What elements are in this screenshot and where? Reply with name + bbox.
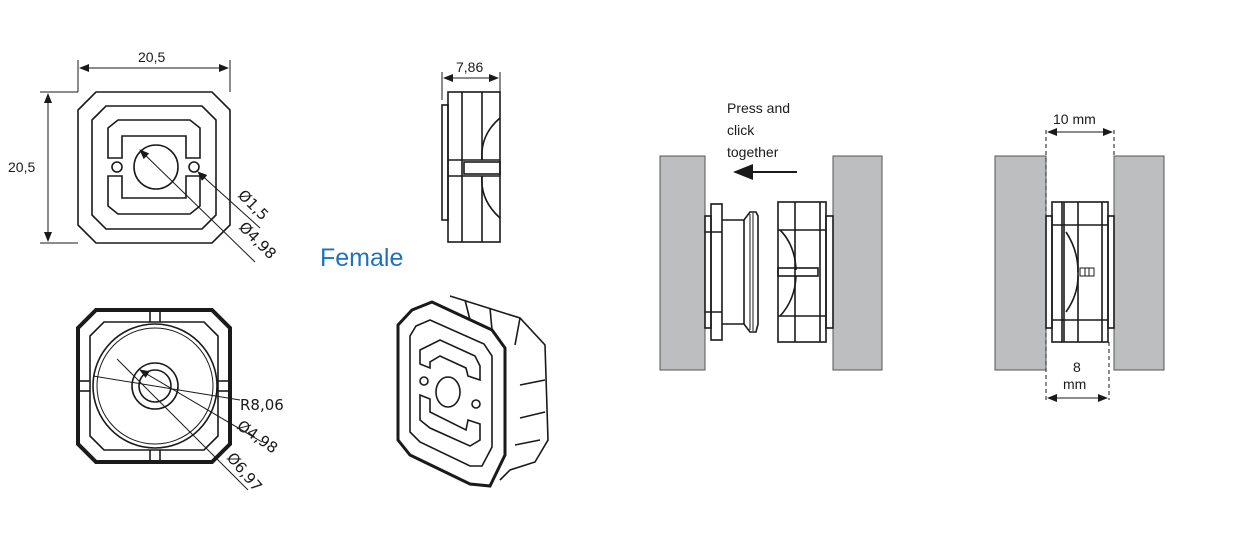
instruction-line-2: click: [727, 122, 755, 138]
bore-diameter-label: Ø4,98: [235, 218, 280, 263]
male-connector: [704, 203, 759, 341]
body-length-value: 8: [1073, 359, 1081, 375]
rear-view: R8,06 Ø4,98 Ø6,97: [76, 308, 284, 495]
height-label: 20,5: [8, 159, 35, 175]
side-view: 7,86: [441, 59, 501, 243]
installed-view: 10 mm 8 mm: [994, 111, 1165, 402]
front-view: 20,5 20,5 Ø1,5 Ø4,98: [8, 49, 280, 263]
left-wall: [994, 155, 1047, 371]
assembly-view: Press and click together: [659, 100, 883, 371]
rear-bore-label: Ø4,98: [234, 417, 281, 458]
isometric-view: [396, 295, 549, 488]
right-wall: [1113, 155, 1165, 371]
right-wall: [832, 155, 883, 371]
outer-diameter-label: Ø6,97: [223, 449, 266, 495]
female-connector: [777, 201, 834, 343]
radius-label: R8,06: [240, 396, 284, 414]
left-wall: [659, 155, 706, 371]
depth-label: 7,86: [456, 59, 483, 75]
width-label: 20,5: [138, 49, 165, 65]
gap-label: 10 mm: [1053, 111, 1096, 127]
joined-connector: [1045, 201, 1115, 343]
body-length-unit: mm: [1063, 376, 1086, 392]
instruction-line-3: together: [727, 144, 779, 160]
hole-diameter-label: Ø1,5: [234, 186, 272, 224]
instruction-line-1: Press and: [727, 100, 790, 116]
product-title: Female: [320, 244, 403, 272]
bore-circle: [133, 144, 179, 190]
